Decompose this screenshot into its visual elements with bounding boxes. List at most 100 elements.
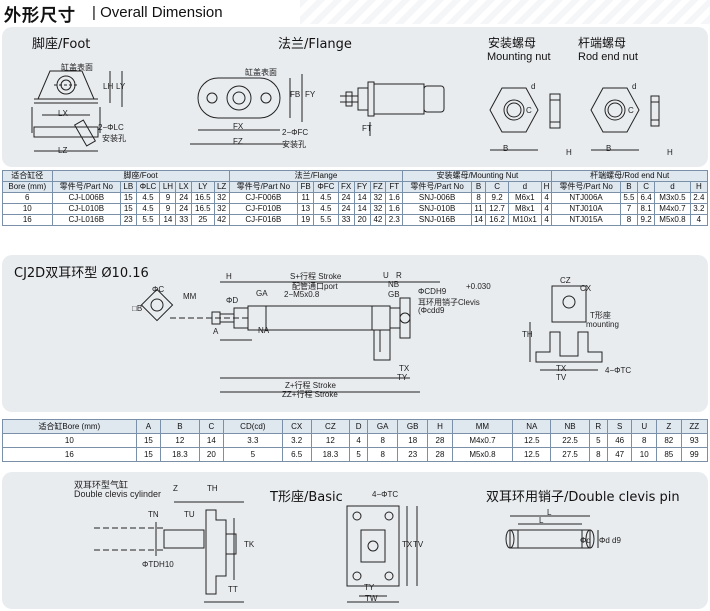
t1-cell: 16 [2,214,53,226]
s2-mm-label: MM [183,292,197,301]
page-title-en: | Overall Dimension [92,4,223,21]
t2-header: NB [550,419,590,434]
t1-header: ΦLC [135,181,161,193]
t2-cell: 99 [680,447,709,462]
t1-cell: 15 [120,192,137,204]
t1-cell: 20 [353,214,371,226]
t1-header: d [507,181,542,193]
s2-port-dim: 2−M5x0.8 [284,290,320,299]
s3-odd9-label: Φd d9 [599,536,621,545]
foot-hole-dim: 2−ΦLC [98,123,124,132]
s3-th-label: TH [207,484,218,493]
t1-cell: 1.6 [385,192,404,204]
t2-header: MM [451,419,514,434]
s2-tol-label: +0.030 [466,282,491,291]
t1-cell: 16.2 [485,214,509,226]
t1-cell: 16.5 [191,203,215,215]
s2-oc-label: ΦC [152,285,165,294]
flange-cover-label: 缸盖表面 [245,68,277,77]
foot-drawing [31,70,123,152]
s2-nb-label: NB [388,280,400,289]
t2-header-row: 适合缸Bore (mm) A B C CD(cd) CX CZ D GA GB … [2,419,709,434]
t2-cell: 15 [135,447,162,462]
s3-tx-label: TX [402,540,413,549]
s2-mounting-label: mounting [586,320,619,329]
foot-lx-label: LX [58,109,68,118]
t1-cell: 10 [2,203,53,215]
s3-z-label: Z [173,484,178,493]
rod-nut-c-label: C [628,106,634,115]
s3-tu-label: TU [184,510,195,519]
t2-header: D [349,419,369,434]
t2-cell: 15 [135,433,162,448]
t1-header: ΦFC [313,181,339,193]
t2-header: NA [512,419,552,434]
s2-cz-label: CZ [560,276,571,285]
t2-cell: 23 [397,447,429,462]
t1-group-foot: 脚座/Foot [51,170,230,182]
flange-fx-label: FX [233,122,244,131]
s2-pin-cd-label: (Φcdd9 [418,306,445,315]
t1-cell: 4 [540,214,553,226]
foot-cover-label: 缸盖表面 [61,63,93,72]
s3-ty-label: TY [364,583,375,592]
t1-header: FY [353,181,371,193]
t2-cell: 14 [198,433,225,448]
t1-header: H [689,181,709,193]
s2-s-stroke-label: S+行程 Stroke [290,272,342,281]
t1-header: LY [191,181,215,193]
rod-nut-title-cn: 杆端螺母 [578,36,627,50]
t2-header: H [427,419,453,434]
t1-cell: 32 [213,192,230,204]
double-clevis-cylinder-drawing [140,281,440,393]
mounting-nut-title-en: Mounting nut [487,51,551,63]
t1-header: Bore (mm) [2,181,53,193]
s2-zz-stroke-label: ZZ+行程 Stroke [282,390,338,399]
t2-cell: 8 [367,433,399,448]
s2-cdh9-label: ΦCDH9 [418,287,447,296]
accessory-dimension-table: 适合缸径 脚座/Foot 法兰/Flange 安装螺母/Mounting Nut… [2,170,709,226]
t1-cell: M3x0.5 [654,192,691,204]
s3-tt-label: TT [228,585,238,594]
t1-cell: 12.7 [485,203,509,215]
s3-l-label: L [547,508,552,517]
flange-ft-label: FT [362,124,372,133]
t1-cell: 24 [337,192,355,204]
t2-cell: 18 [397,433,429,448]
t1-cell: M4x0.7 [654,203,691,215]
s2-t-seat-label: T形座 [590,311,611,320]
flange-hole-dim: 2−ΦFC [282,128,309,137]
t1-cell: 4 [689,214,709,226]
t1-header: 零件号/Part No [51,181,122,193]
t1-header: LH [159,181,177,193]
t1-cell: SNJ-016B [402,214,472,226]
t1-cell: 24 [175,192,193,204]
t1-cell: 6 [2,192,53,204]
clevis-bracket-side-drawing [94,501,244,603]
t1-cell: 24 [175,203,193,215]
t2-header: U [631,419,657,434]
t1-cell: 42 [213,214,230,226]
s3-tw-label: TW [365,594,378,603]
clevis-pin-title: 双耳环用销子/Double clevis pin [486,490,680,505]
t2-cell: 10 [631,447,657,462]
t1-cell: 33 [175,214,193,226]
s2-ga-label: GA [256,289,268,298]
t2-cell: 47 [606,447,633,462]
s2-cx-label: CX [580,284,592,293]
t1-group-rod-nut: 杆端螺母/Rod end Nut [551,170,708,182]
t1-cell: CJ-F016B [228,214,299,226]
s2-b-label: □B [132,304,143,313]
mounting-nut-c-label: C [526,106,532,115]
t2-cell: 27.5 [550,447,590,462]
t1-cell: 6.4 [636,192,656,204]
t2-cell: 10 [2,433,137,448]
t1-cell: 4.5 [135,203,161,215]
page-title-cn: 外形尺寸 [4,6,76,26]
t2-header: CX [281,419,312,434]
t1-header: C [636,181,656,193]
t1-cell: CJ-F010B [228,203,299,215]
foot-lh-label: LH [103,82,114,91]
t1-cell: SNJ-006B [402,192,472,204]
rod-end-nut-drawing [590,87,660,151]
